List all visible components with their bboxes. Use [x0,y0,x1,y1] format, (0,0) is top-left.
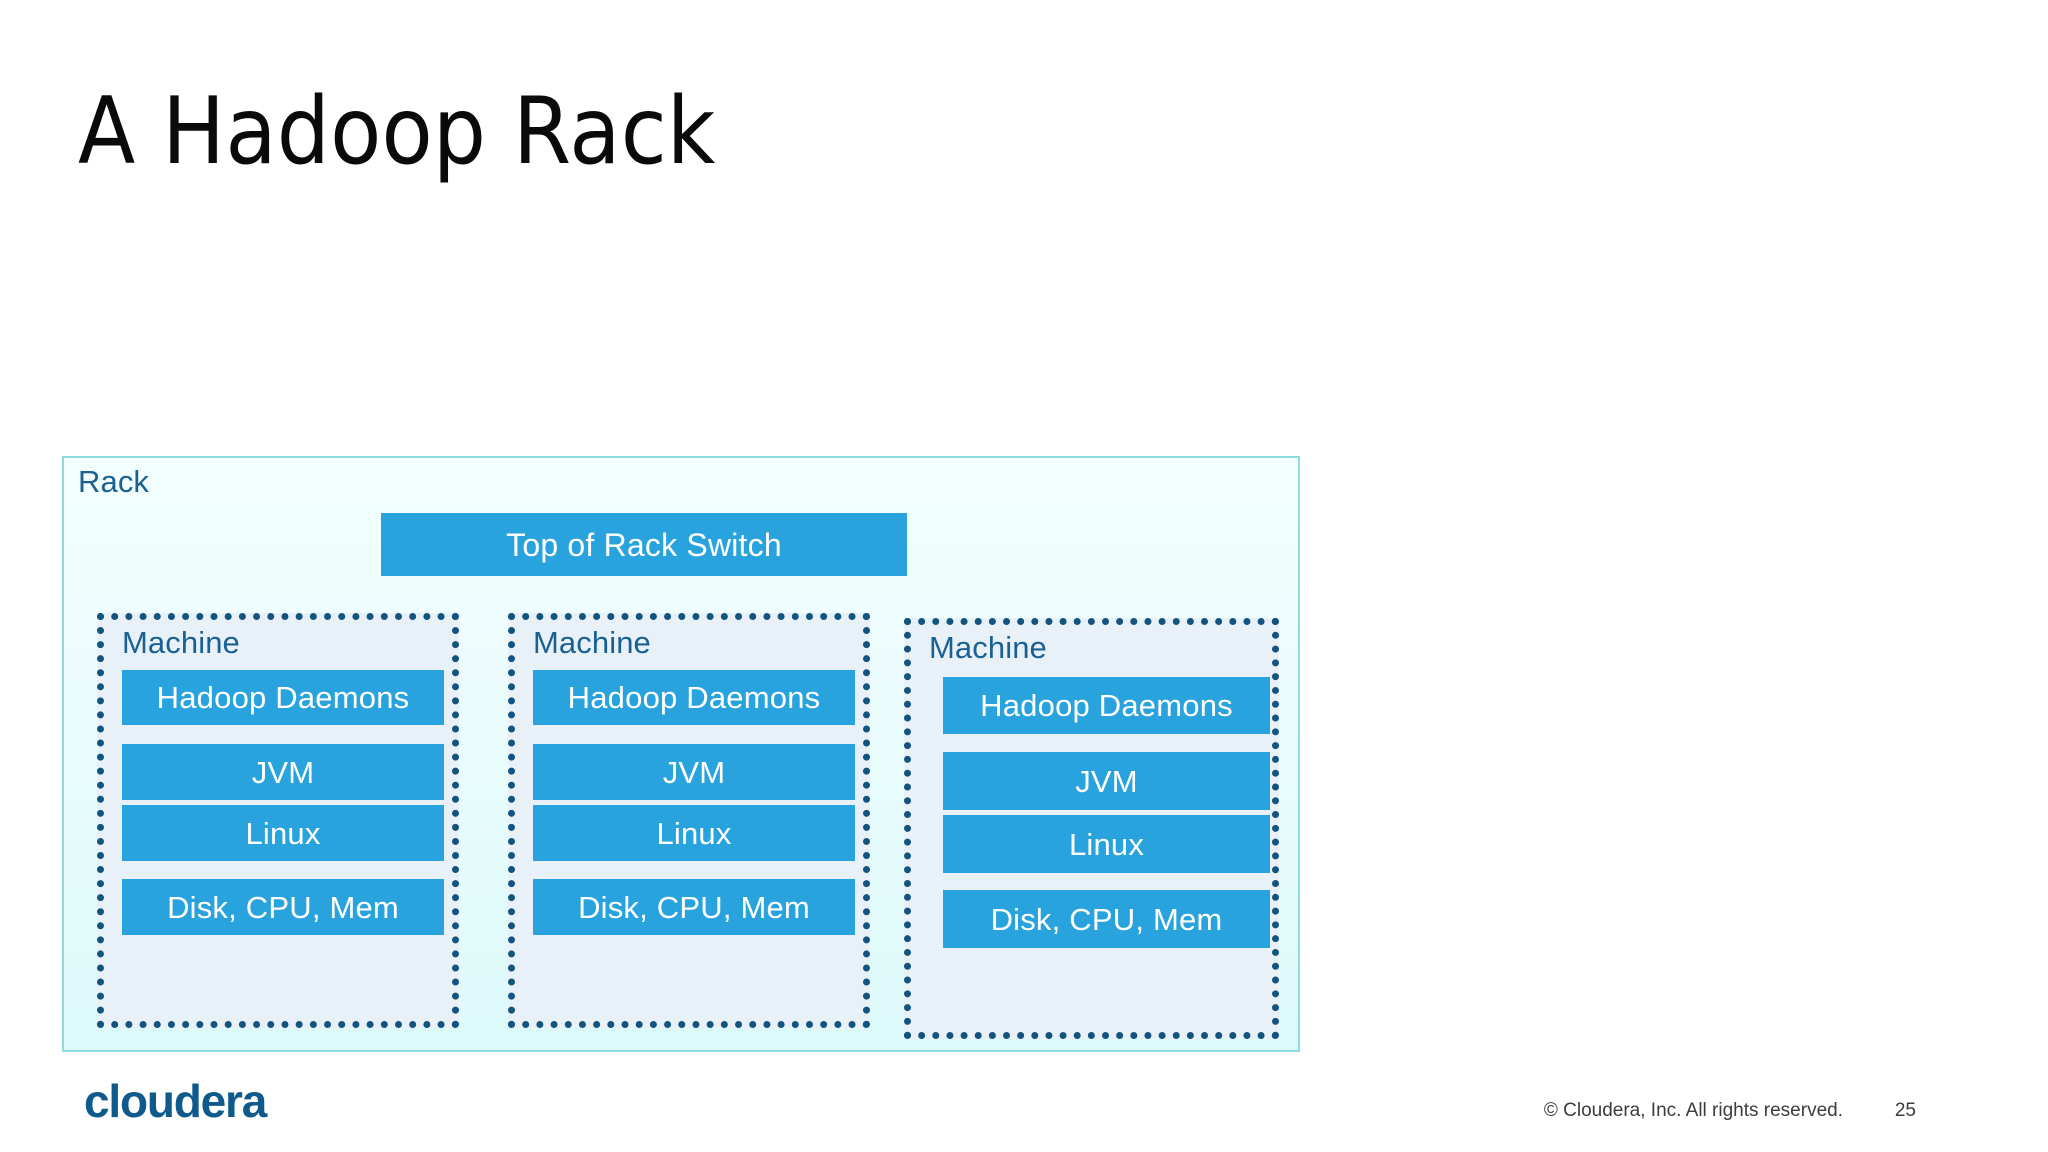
component-box-jvm: JVM [122,744,444,800]
component-label: Hadoop Daemons [156,680,410,715]
component-label: JVM [1075,763,1138,799]
rack-label: Rack [78,464,150,499]
machine-component-stack: Hadoop Daemons JVM Linux Disk, CPU, Mem [515,620,863,1021]
component-label: Linux [656,815,732,851]
machine-component-stack: Hadoop Daemons JVM Linux Disk, CPU, Mem [104,620,452,1021]
top-of-rack-switch-label: Top of Rack Switch [506,526,782,563]
machine-label: Machine [533,625,651,660]
machine-label: Machine [929,630,1047,665]
cloudera-logo: cloudera [84,1075,267,1127]
component-box-jvm: JVM [943,752,1270,810]
component-label: JVM [662,754,726,790]
component-box-hardware: Disk, CPU, Mem [122,879,444,935]
machine-node-2: Machine Hadoop Daemons JVM Linux Disk, C… [508,613,870,1028]
machine-label: Machine [122,625,240,660]
top-of-rack-switch-box: Top of Rack Switch [381,513,907,576]
component-box-hardware: Disk, CPU, Mem [943,890,1270,948]
component-label: Hadoop Daemons [980,688,1233,723]
component-label: Linux [245,815,321,851]
component-box-hardware: Disk, CPU, Mem [533,879,855,935]
component-box-linux: Linux [122,805,444,861]
machine-node-1: Machine Hadoop Daemons JVM Linux Disk, C… [97,613,459,1028]
component-box-jvm: JVM [533,744,855,800]
component-box-hadoop-daemons: Hadoop Daemons [533,670,855,725]
component-label: JVM [251,754,315,790]
machine-component-stack: Hadoop Daemons JVM Linux Disk, CPU, Mem [911,625,1272,1032]
component-box-hadoop-daemons: Hadoop Daemons [122,670,444,725]
component-label: Disk, CPU, Mem [990,901,1223,937]
component-box-hadoop-daemons: Hadoop Daemons [943,677,1270,734]
component-label: Linux [1068,826,1145,862]
page-title: A Hadoop Rack [78,77,716,185]
component-label: Hadoop Daemons [567,680,821,715]
machine-node-3: Machine Hadoop Daemons JVM Linux Disk, C… [904,618,1279,1039]
rack-container: Rack Top of Rack Switch Machine Hadoop D… [62,456,1300,1052]
footer-copyright-text: © Cloudera, Inc. All rights reserved. [1543,1100,1843,1121]
component-box-linux: Linux [533,805,855,861]
component-box-linux: Linux [943,815,1270,873]
component-label: Disk, CPU, Mem [578,889,810,925]
slide-page-number: 25 [1894,1100,1916,1121]
component-label: Disk, CPU, Mem [167,889,399,925]
